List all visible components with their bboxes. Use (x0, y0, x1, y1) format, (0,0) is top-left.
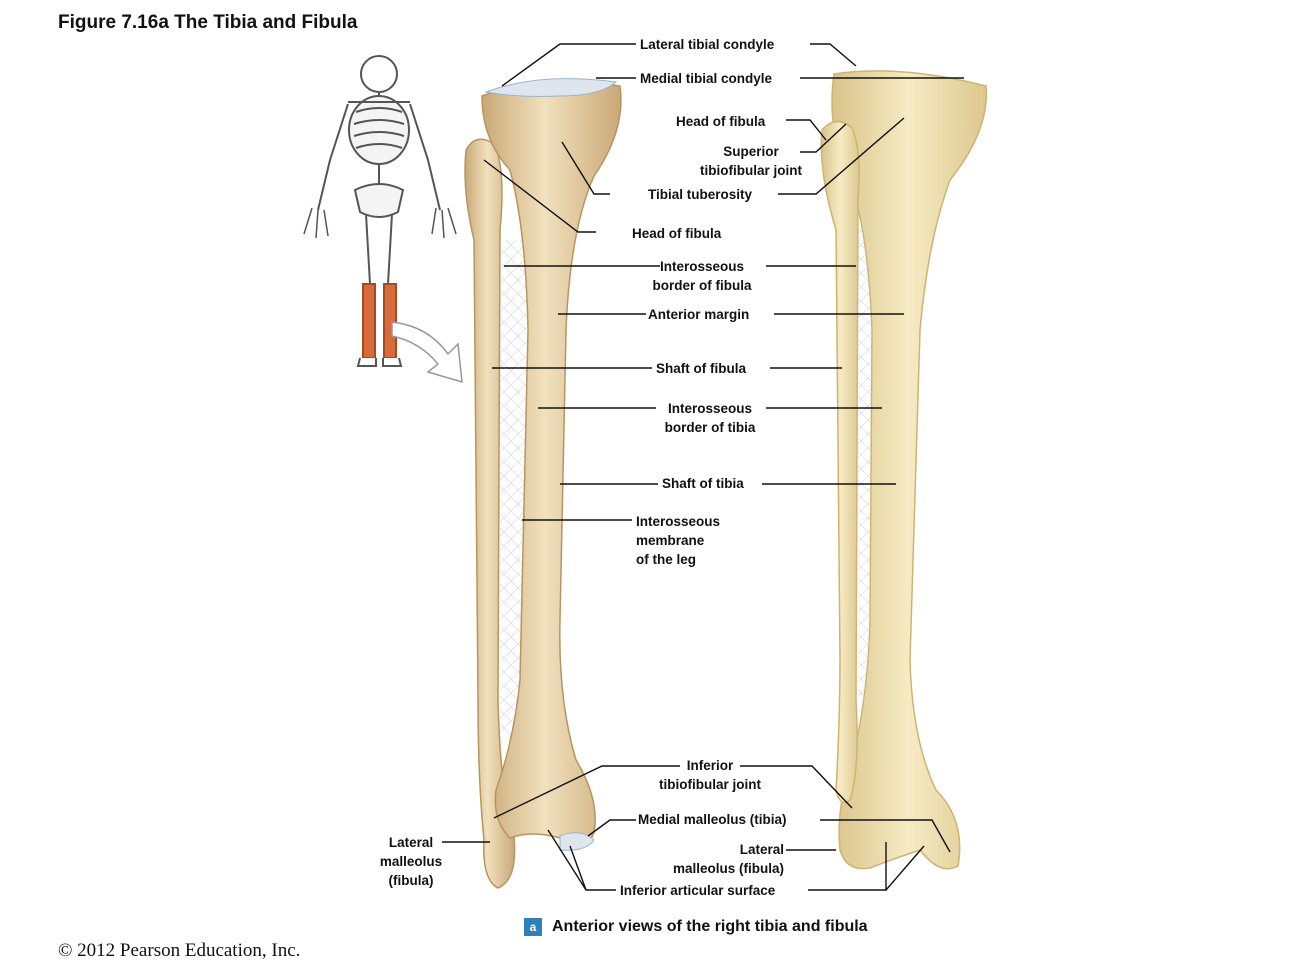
label-interosseous-membrane: Interosseous membrane of the leg (636, 514, 721, 567)
caption-badge: a (524, 918, 542, 936)
label-head-of-fibula-top: Head of fibula (676, 114, 766, 129)
left-leg-highlight (383, 283, 397, 359)
label-anterior-margin: Anterior margin (648, 307, 750, 322)
label-lateral-malleolus-right: Lateral malleolus (fibula) (672, 842, 784, 876)
label-interosseous-border-tibia: Interosseous border of tibia (664, 401, 756, 435)
tibia-left-view (481, 81, 622, 844)
label-inferior-articular-surface: Inferior articular surface (620, 883, 776, 898)
interosseous-membrane-right (856, 220, 872, 700)
label-lateral-tibial-condyle: Lateral tibial condyle (640, 37, 775, 52)
tibia-articular-cap-left (484, 78, 618, 97)
label-shaft-of-fibula: Shaft of fibula (656, 361, 746, 376)
copyright-notice: © 2012 Pearson Education, Inc. (58, 940, 301, 961)
label-lateral-malleolus-left: Lateral malleolus (fibula) (379, 835, 443, 888)
label-tibial-tuberosity: Tibial tuberosity (648, 187, 753, 202)
label-inferior-tibiofibular-joint: Inferior tibiofibular joint (659, 758, 761, 792)
caption-text: Anterior views of the right tibia and fi… (552, 918, 868, 935)
label-medial-malleolus: Medial malleolus (tibia) (638, 812, 787, 827)
fibula-left-view (464, 138, 516, 889)
figure-caption: a Anterior views of the right tibia and … (524, 918, 868, 936)
skeleton-thumbnail (303, 55, 457, 367)
fibula-right-view (820, 120, 860, 804)
label-superior-tibiofibular-joint: Superior tibiofibular joint (700, 144, 802, 178)
pointer-arrow-icon (391, 321, 463, 384)
label-shaft-of-tibia: Shaft of tibia (662, 476, 744, 491)
label-head-of-fibula: Head of fibula (632, 226, 722, 241)
label-medial-tibial-condyle: Medial tibial condyle (640, 71, 773, 86)
right-leg-highlight (362, 283, 376, 359)
leader-lines (442, 43, 964, 891)
label-interosseous-border-fibula: Interosseous border of fibula (652, 259, 752, 293)
figure-title: Figure 7.16a The Tibia and Fibula (58, 12, 358, 33)
